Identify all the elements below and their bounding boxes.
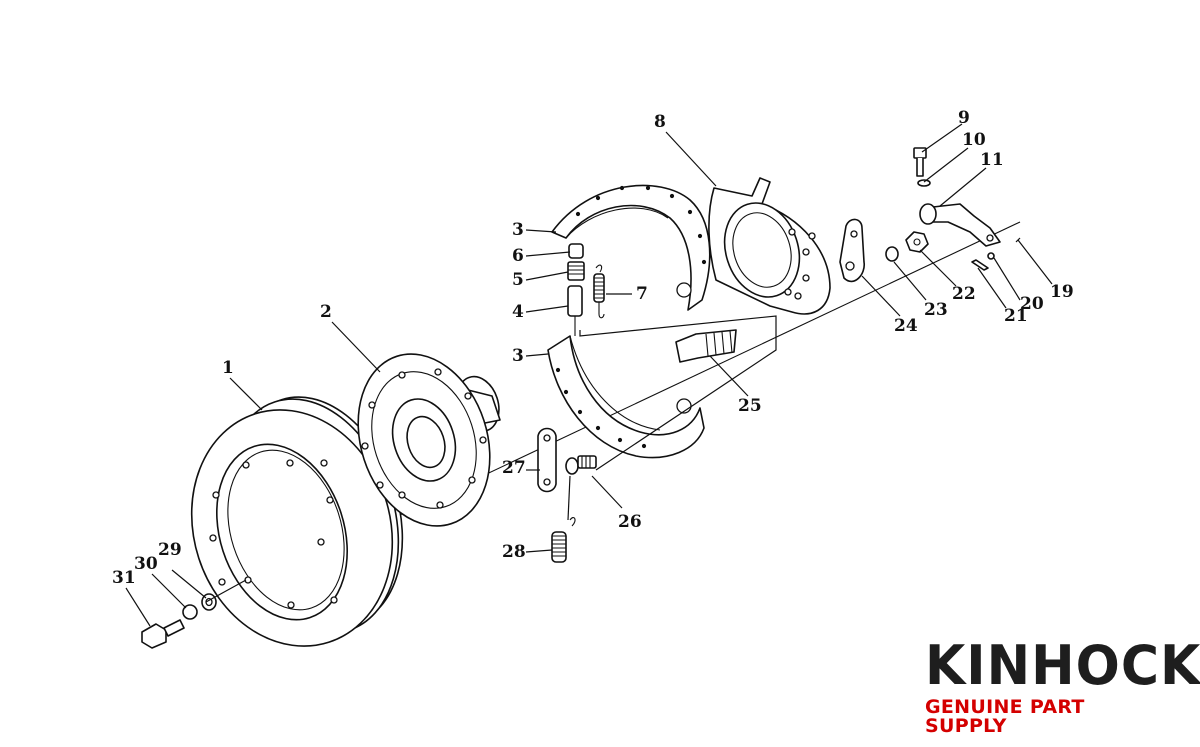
callout-9: 9 <box>958 108 970 128</box>
clevis-11 <box>919 203 1001 247</box>
nut-20 <box>987 252 995 260</box>
bolt-31 <box>141 619 185 649</box>
lock-washer-30 <box>182 604 198 620</box>
bolt-21 <box>971 259 989 271</box>
callout-4: 4 <box>512 302 524 322</box>
wheel-hub <box>357 353 501 527</box>
callout-7: 7 <box>636 284 648 304</box>
bolt-9 <box>913 147 927 177</box>
callout-21: 21 <box>1004 306 1028 326</box>
callout-30: 30 <box>134 554 158 574</box>
callout-3-upper: 3 <box>512 220 524 240</box>
callout-8: 8 <box>654 112 666 132</box>
brand-tagline: GENUINE PART SUPPLY <box>925 696 1085 737</box>
brake-shoe-upper <box>551 184 711 311</box>
callout-22: 22 <box>952 284 976 304</box>
callout-2: 2 <box>320 302 332 322</box>
callout-27: 27 <box>502 458 526 478</box>
washer-10 <box>917 179 931 187</box>
washer-23 <box>885 246 899 262</box>
adjuster-assembly <box>567 243 585 336</box>
return-spring-upper <box>593 264 605 319</box>
callout-10: 10 <box>962 130 986 150</box>
link-plate-27 <box>537 427 557 493</box>
callout-23: 23 <box>924 300 948 320</box>
callout-3-lower: 3 <box>512 346 524 366</box>
brand-logo: KINHOCK GENUINE PART SUPPLY <box>925 634 1200 737</box>
backing-plate <box>708 177 831 315</box>
callout-20: 20 <box>1020 294 1044 314</box>
callout-31: 31 <box>112 568 136 588</box>
brand-name: KINHOCK <box>925 634 1200 698</box>
anchor-pin-25 <box>675 329 737 363</box>
callout-28: 28 <box>502 542 526 562</box>
callout-5: 5 <box>512 270 524 290</box>
callout-24: 24 <box>894 316 918 336</box>
nut-22 <box>905 231 929 253</box>
callout-26: 26 <box>618 512 642 532</box>
callout-1: 1 <box>222 358 234 378</box>
callout-29: 29 <box>158 540 182 560</box>
spring-28 <box>551 517 576 563</box>
callout-6: 6 <box>512 246 524 266</box>
brake-drum <box>190 396 404 647</box>
callout-25: 25 <box>738 396 762 416</box>
adjuster-screw-26 <box>565 455 597 475</box>
callout-11: 11 <box>980 150 1004 170</box>
leader-lines <box>125 123 1053 627</box>
bracket-24 <box>839 218 865 283</box>
callout-19: 19 <box>1050 282 1074 302</box>
